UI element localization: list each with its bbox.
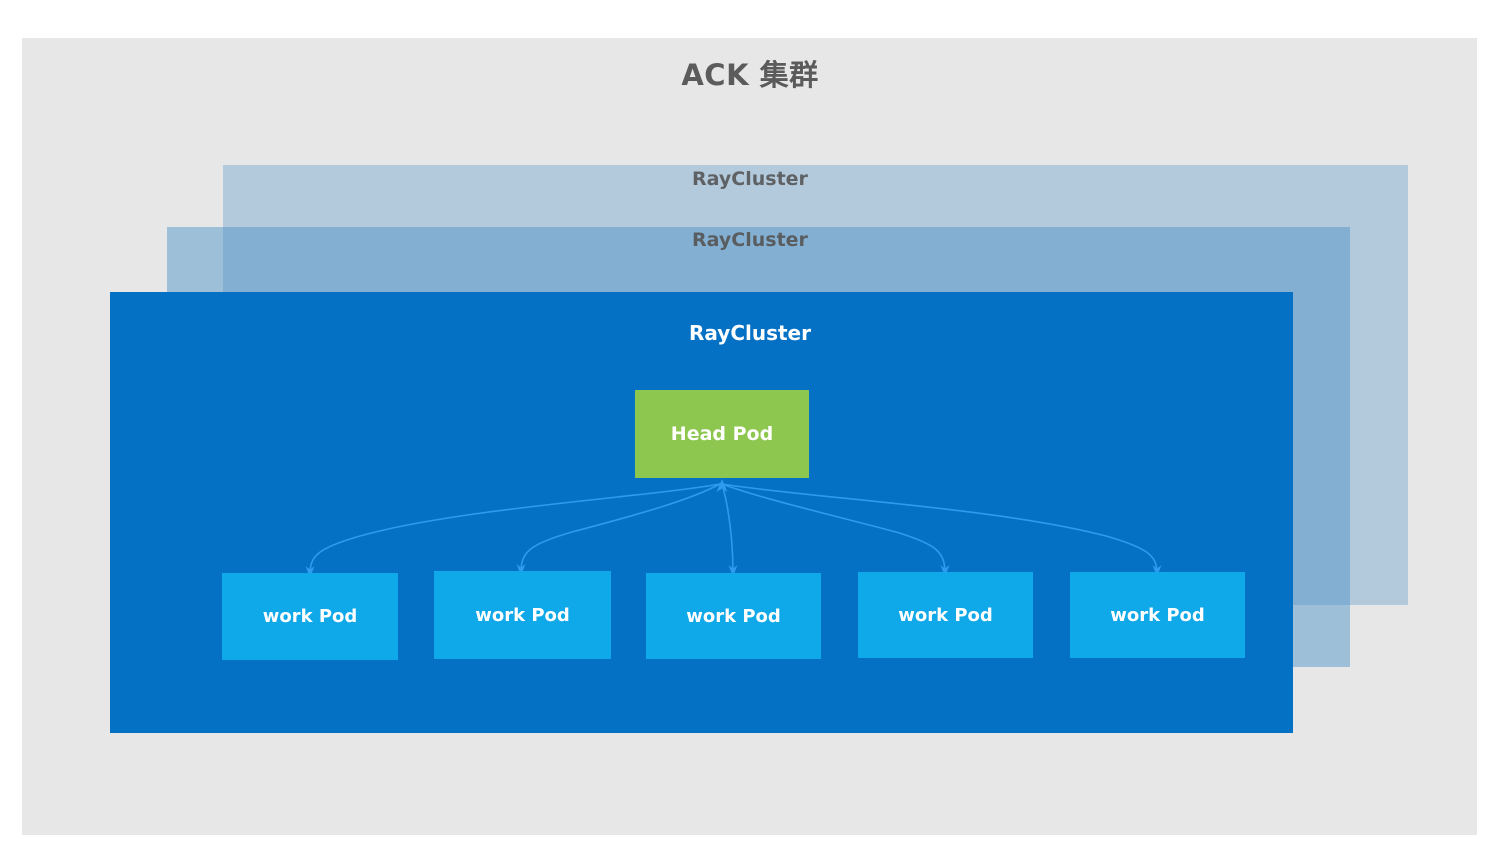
work-pod-label: work Pod [898, 604, 993, 626]
work-pod-box[interactable]: work Pod [434, 571, 611, 659]
work-pod-label: work Pod [262, 606, 358, 627]
raycluster-label-back: RayCluster [692, 168, 808, 190]
raycluster-panel-front[interactable] [110, 292, 1293, 733]
head-pod-box[interactable]: Head Pod [635, 390, 809, 478]
work-pod-label: work Pod [686, 605, 781, 627]
work-pod-label: work Pod [1110, 604, 1205, 626]
work-pod-label: work Pod [475, 604, 570, 626]
work-pod-box[interactable]: work Pod [222, 573, 398, 660]
work-pod-box[interactable]: work Pod [1070, 572, 1245, 658]
raycluster-label-middle: RayCluster [692, 229, 808, 251]
work-pod-box[interactable]: work Pod [646, 573, 821, 659]
page-title: ACK 集群 [681, 58, 819, 92]
raycluster-label-front: RayCluster [689, 321, 811, 345]
work-pod-box[interactable]: work Pod [858, 572, 1033, 658]
head-pod-label: Head Pod [670, 423, 774, 445]
